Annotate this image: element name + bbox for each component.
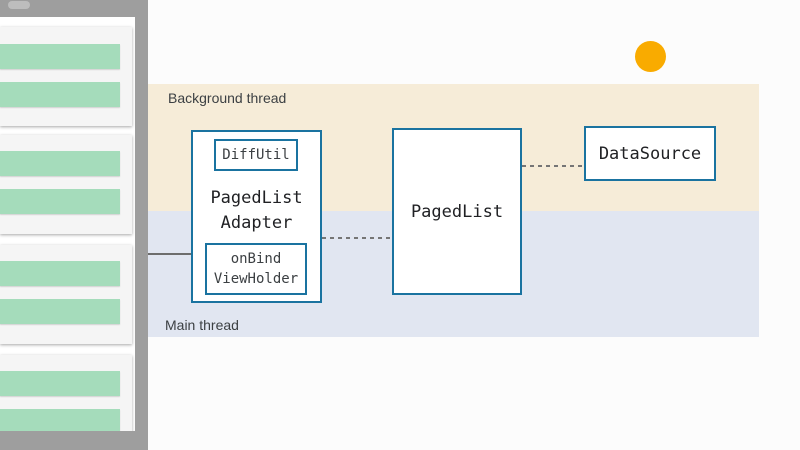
data-source-label: DataSource: [598, 143, 702, 164]
main-thread-label: Main thread: [165, 317, 239, 333]
recycler-view-list: [0, 17, 135, 431]
phone-frame: [0, 0, 148, 450]
list-item: [0, 135, 132, 234]
background-thread-label: Background thread: [168, 90, 287, 106]
list-item-bar: [0, 189, 120, 214]
phone-notch: [8, 1, 30, 9]
indicator-dot: [635, 41, 666, 72]
on-bind-view-holder-box: onBind ViewHolder: [205, 243, 307, 295]
list-item-bar: [0, 371, 120, 396]
paged-list-label: PagedList: [410, 201, 504, 222]
on-bind-view-holder-label-line2: ViewHolder: [213, 271, 299, 287]
list-item-bar: [0, 82, 120, 107]
list-item: [0, 27, 132, 126]
diffutil-box: DiffUtil: [214, 139, 298, 171]
list-item-bar: [0, 261, 120, 286]
list-item-bar: [0, 409, 120, 431]
list-item: [0, 355, 132, 431]
on-bind-view-holder-label-line1: onBind: [230, 251, 282, 267]
paged-list-adapter-label-line1: PagedList: [210, 188, 303, 208]
diffutil-label: DiffUtil: [222, 147, 290, 163]
list-item-bar: [0, 44, 120, 69]
list-item: [0, 245, 132, 344]
paged-list-box: PagedList: [392, 128, 522, 295]
list-item-bar: [0, 299, 120, 324]
list-item-bar: [0, 151, 120, 176]
paged-list-adapter-label-line2: Adapter: [220, 213, 293, 233]
data-source-box: DataSource: [584, 126, 716, 181]
paged-list-adapter-label: PagedList Adapter: [191, 186, 322, 236]
